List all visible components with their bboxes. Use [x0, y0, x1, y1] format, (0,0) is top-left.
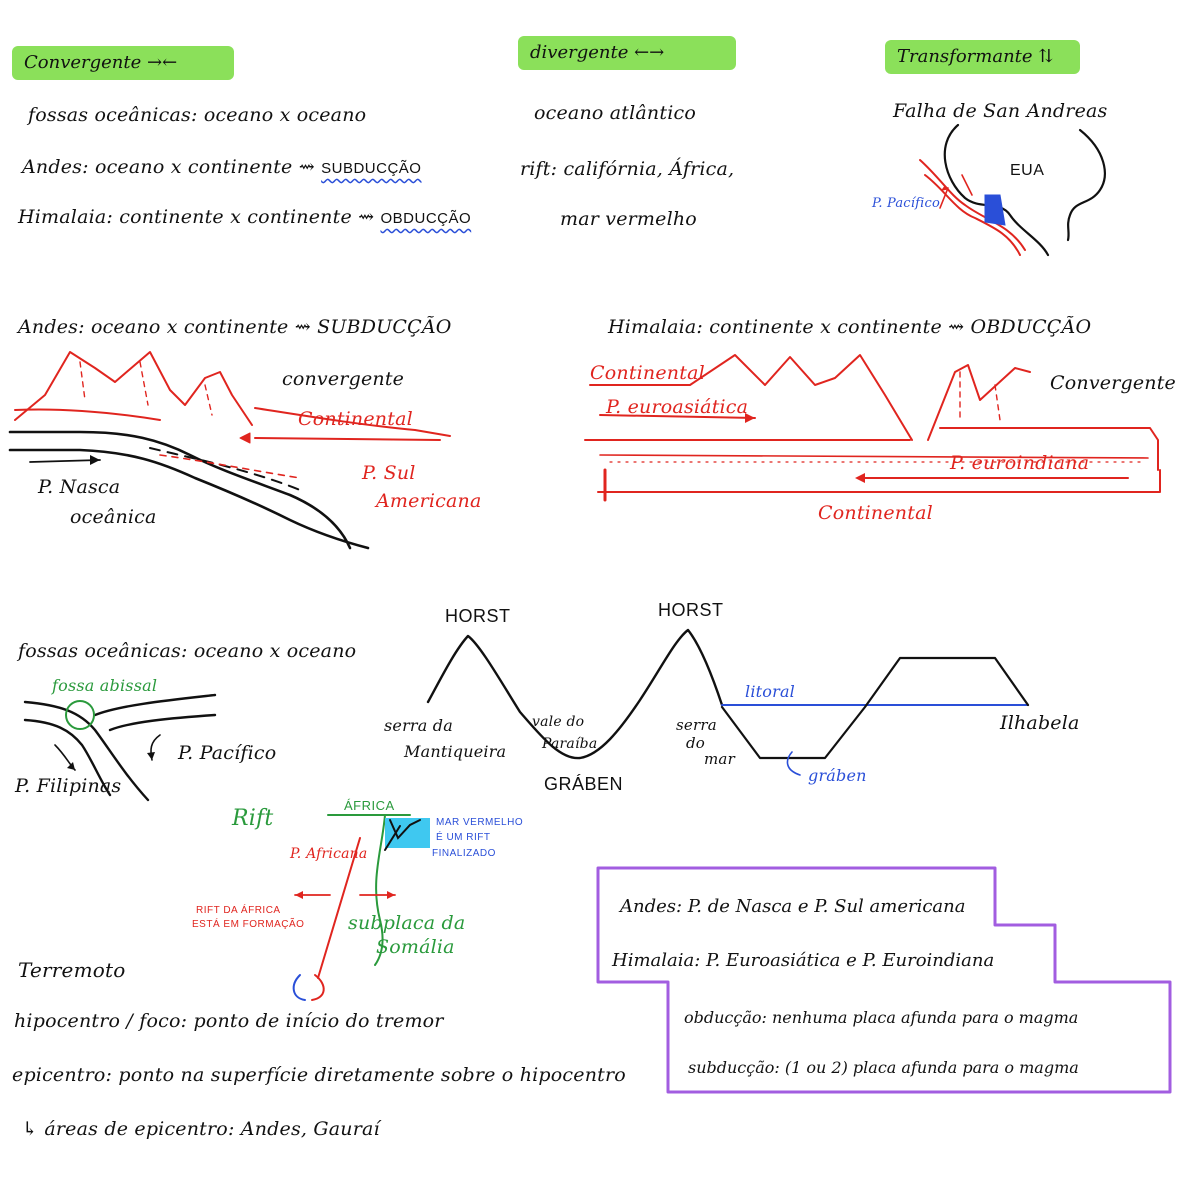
convergente-line-3: Himalaia: continente x continente ⇝ OBDU…	[18, 206, 471, 228]
himalaia-continental-top: Continental	[590, 362, 705, 384]
summary-line-2: Himalaia: P. Euroasiática e P. Euroindia…	[612, 950, 995, 971]
fossa-abissal-label: fossa abissal	[52, 676, 158, 695]
vale-paraiba-1: vale do	[532, 714, 585, 730]
convergente-line-1: fossas oceânicas: oceano x oceano	[28, 104, 367, 126]
divergente-line-1: oceano atlântico	[534, 102, 696, 124]
summary-line-4: subducção: (1 ou 2) placa afunda para o …	[688, 1058, 1079, 1077]
summary-line-3: obducção: nenhuma placa afunda para o ma…	[684, 1008, 1079, 1027]
summary-line-1: Andes: P. de Nasca e P. Sul americana	[620, 896, 966, 917]
subplaca-2: Somália	[376, 936, 455, 958]
ilhabela-label: Ilhabela	[1000, 712, 1080, 734]
obduccao-term: OBDUCÇÃO	[380, 210, 472, 227]
vale-paraiba-2: Paraíba	[542, 736, 598, 752]
graben-label: GRÁBEN	[544, 774, 624, 794]
andes-convergente: convergente	[282, 368, 405, 390]
san-andreas-sketch	[919, 123, 1106, 257]
tag-convergente: Convergente →←	[12, 46, 234, 80]
andes-placa-sul-2: Americana	[376, 490, 482, 512]
serra-mantiqueira-1: serra da	[384, 716, 453, 735]
andes-subduction-sketch	[8, 351, 451, 550]
himalaia-convergente: Convergente	[1050, 372, 1176, 394]
serra-mantiqueira-2: Mantiqueira	[404, 742, 507, 761]
convergente-line-2-text: Andes: oceano x continente ⇝	[22, 156, 322, 178]
fossas-title: fossas oceânicas: oceano x oceano	[18, 640, 357, 662]
subduccao-term: SUBDUCÇÃO	[321, 160, 422, 177]
horst-label-1: HORST	[445, 606, 511, 626]
placa-africana-label: P. Africana	[290, 846, 368, 862]
terremoto-line-2: epicentro: ponto na superfície diretamen…	[12, 1064, 626, 1086]
africa-label: ÁFRICA	[344, 798, 395, 813]
andes-oceanica: oceânica	[70, 506, 157, 528]
filipinas-label: P. Filipinas	[15, 775, 122, 797]
transformante-line-1: Falha de San Andreas	[893, 100, 1108, 122]
himalaia-obduction-sketch	[584, 354, 1161, 502]
rift-label: Rift	[232, 806, 274, 831]
tag-divergente: divergente ←→	[518, 36, 736, 70]
himalaia-title: Himalaia: continente x continente ⇝ OBDU…	[608, 316, 1092, 338]
subplaca-1: subplaca da	[348, 912, 466, 934]
pacifico-label: P. Pacífico	[178, 742, 277, 764]
horst-label-2: HORST	[658, 600, 724, 620]
rift-formacao-1: RIFT DA ÁFRICA	[196, 905, 281, 916]
convergente-line-3-text: Himalaia: continente x continente ⇝	[18, 206, 381, 228]
mar-vermelho-3: FINALIZADO	[432, 848, 496, 859]
fossas-sketch	[23, 693, 217, 802]
terremoto-line-3: ↳ áreas de epicentro: Andes, Gauraí	[22, 1118, 380, 1140]
andes-placa-nasca: P. Nasca	[38, 476, 121, 498]
pacifico-label-small: P. Pacífico	[872, 196, 941, 211]
divergente-line-3: mar vermelho	[560, 208, 697, 230]
andes-title: Andes: oceano x continente ⇝ SUBDUCÇÃO	[18, 316, 452, 338]
mar-vermelho-1: MAR VERMELHO	[436, 817, 524, 828]
andes-continental: Continental	[298, 408, 413, 430]
convergente-line-2: Andes: oceano x continente ⇝ SUBDUCÇÃO	[22, 156, 421, 178]
terremoto-line-1: hipocentro / foco: ponto de início do tr…	[14, 1010, 444, 1032]
graben-small-label: gráben	[808, 766, 867, 785]
himalaia-euroindiana: P. euroindiana	[950, 452, 1090, 474]
himalaia-continental-bottom: Continental	[818, 502, 933, 524]
horst-graben-sketch	[426, 628, 1030, 776]
rift-formacao-2: ESTÁ EM FORMAÇÃO	[192, 919, 305, 930]
serra-mar-2: do	[686, 734, 706, 752]
serra-mar-1: serra	[676, 716, 717, 734]
andes-placa-sul-1: P. Sul	[362, 462, 416, 484]
tag-transformante: Transformante ⇅	[885, 40, 1080, 74]
himalaia-euroasiatica: P. euroasiática	[606, 396, 749, 418]
rift-sketch	[292, 814, 430, 1001]
divergente-line-2: rift: califórnia, África,	[520, 158, 735, 180]
mar-vermelho-2: É UM RIFT	[436, 832, 491, 843]
terremoto-title: Terremoto	[18, 958, 126, 982]
litoral-label: litoral	[745, 682, 796, 701]
eua-label: EUA	[1010, 162, 1045, 179]
serra-mar-3: mar	[704, 750, 735, 768]
summary-box-outline	[596, 866, 1172, 1094]
